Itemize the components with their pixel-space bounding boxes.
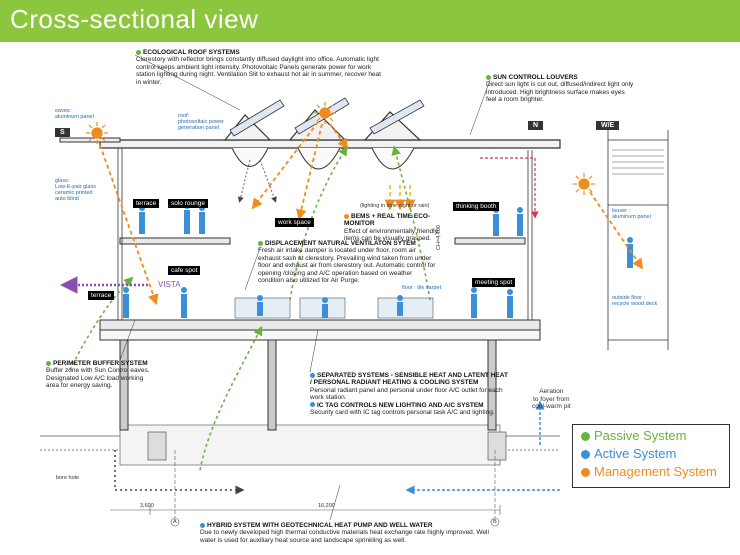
annotation-sun-louvers: SUN CONTROLL LOUVERS Direct sun light is…	[486, 74, 636, 104]
annotation-ecological-roof: ECOLOGICAL ROOF SYSTEMS Clerestory with …	[136, 49, 386, 86]
annotation-hybrid: HYBRID SYSTEM WITH GEOTECHNICAL HEAT PUM…	[200, 522, 500, 544]
annotation-body: Direct sun light is cut out, diffused/in…	[486, 81, 634, 104]
annotation-title: BEMS + REAL TIME ECO-MONITOR	[344, 213, 431, 228]
active-bullet-icon	[200, 522, 205, 528]
legend-active: Active System	[581, 446, 676, 461]
active-bullet-icon	[310, 372, 315, 378]
people	[123, 203, 633, 318]
mezzanine	[119, 237, 526, 245]
sunlight-arrows	[99, 121, 644, 306]
annotation-body: Fresh air intake damper is located under…	[258, 247, 436, 285]
annotation-body: Due to newly developed high thermal cond…	[200, 529, 489, 544]
page-title: Cross-sectional view	[10, 4, 259, 34]
label-glass: glass: Low-E-pair glass ceramic printed …	[55, 178, 96, 202]
ventilation-arrows	[69, 145, 431, 471]
floor-slab	[99, 319, 541, 431]
active-arrows	[405, 400, 560, 495]
management-bullet-icon	[344, 213, 349, 219]
annotation-title: SEPARATED SYSTEMS - SENSIBLE HEAT AND LA…	[310, 372, 508, 387]
annotation-perimeter: PERIMETER BUFFER SYSTEM Buffer zone with…	[46, 360, 156, 390]
annotation-body: Effect of environmentally friendly items…	[344, 227, 438, 243]
label-louver: louver : aluminum panel	[612, 208, 651, 220]
sun-left-icon	[86, 122, 108, 144]
label-eaves: eaves: aluminum panel	[55, 108, 94, 120]
annotation-body: Clerestory with reflector brings constan…	[136, 56, 381, 86]
label-bore-hole: bore hole	[56, 475, 79, 481]
dimension-line	[110, 450, 501, 527]
sun-roof-icon	[314, 102, 336, 124]
annotation-body: Security card with IC tag controls perso…	[310, 409, 495, 417]
cross-section-diagram	[40, 54, 669, 527]
annotation-title: ECOLOGICAL ROOF SYSTEMS	[143, 49, 240, 56]
space-solo-rounge: solo rounge	[168, 199, 208, 208]
space-meeting: meeting spot	[472, 278, 516, 287]
louvers	[612, 149, 664, 175]
slide-header: Cross-sectional view	[0, 0, 740, 42]
legend-management: Management System	[581, 464, 717, 479]
annotation-body: Personal radiant panel and personal unde…	[310, 386, 503, 402]
space-thinking-booth: thinking booth	[453, 202, 500, 211]
leader-lines	[119, 54, 491, 521]
annotation-title: PERIMETER BUFFER SYSTEM	[53, 360, 148, 367]
annotation-bems: BEMS + REAL TIME ECO-MONITOR Effect of e…	[344, 213, 454, 243]
annotation-title: SUN CONTROLL LOUVERS	[493, 74, 578, 81]
daylight-arrows	[237, 159, 277, 203]
roof-valleys	[231, 147, 415, 170]
passive-dot-icon	[581, 432, 590, 442]
space-work: work space	[275, 218, 314, 227]
label-dim-total: 16,200	[318, 503, 335, 509]
space-terrace-lower: terrace	[88, 291, 115, 300]
passive-bullet-icon	[136, 49, 141, 55]
direction-west-east: W/E	[596, 121, 620, 130]
space-terrace-upper: terrace	[133, 199, 160, 208]
label-lighting: (lighting in time night or rain)	[360, 203, 430, 209]
walls	[117, 130, 669, 350]
passive-bullet-icon	[46, 360, 51, 366]
direction-south: S	[55, 128, 70, 137]
label-floor: floor : tile carpet	[402, 285, 442, 291]
active-dot-icon	[581, 450, 590, 460]
geothermal-line	[114, 450, 245, 495]
label-grid-a: A	[173, 519, 177, 525]
management-dot-icon	[581, 468, 590, 478]
passive-bullet-icon	[258, 240, 263, 246]
annotation-title: DISPLACEMENT NATURAL VENTILATON SYTEM	[265, 240, 416, 247]
annotation-separated: SEPARATED SYSTEMS - SENSIBLE HEAT AND LA…	[310, 372, 510, 416]
legend: Passive System Active System Management …	[572, 424, 730, 488]
legend-passive: Passive System	[581, 428, 686, 443]
label-vista: VISTA	[158, 280, 181, 289]
space-cafe: cafe spot	[168, 266, 201, 275]
annotation-title: HYBRID SYSTEM WITH GEOTECHNICAL HEAT PUM…	[207, 522, 433, 529]
legend-label: Active System	[594, 446, 677, 461]
annotation-displacement: DISPLACEMENT NATURAL VENTILATON SYTEM Fr…	[258, 240, 438, 284]
annotation-body: Buffer zone with Sun Control eaves. Desi…	[46, 367, 150, 390]
label-outside-floor: outside floor : recycle wood deck	[612, 295, 658, 307]
desks	[234, 297, 434, 319]
direction-north: N	[528, 121, 544, 130]
label-roof-pv: roof: photovoltaic power generation pane…	[178, 113, 224, 131]
label-aeration: Aeration to foyer from cool-warm pit	[532, 388, 571, 410]
legend-label: Management System	[594, 464, 717, 479]
label-grid-b: B	[493, 519, 497, 525]
exhaust-arrow	[480, 157, 539, 219]
ground	[40, 424, 560, 466]
active-bullet-icon	[310, 402, 315, 408]
legend-label: Passive System	[594, 428, 687, 443]
passive-bullet-icon	[486, 74, 491, 80]
sun-right-icon	[573, 173, 595, 195]
annotation-title: IC TAG CONTROLS NEW LIGHTING AND A/C SYS…	[317, 401, 484, 409]
label-dim-left: 3,600	[140, 503, 154, 509]
